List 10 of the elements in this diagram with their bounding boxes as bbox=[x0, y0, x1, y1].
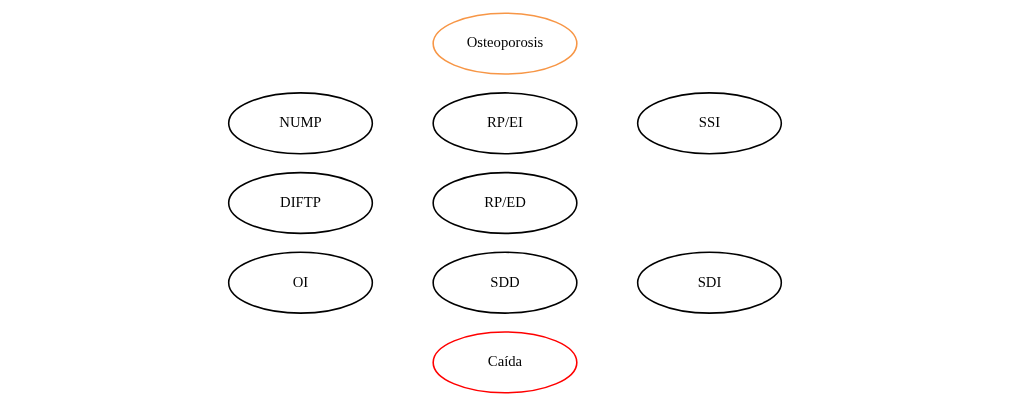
node-ellipse: Osteoporosis bbox=[432, 11, 578, 75]
node-ellipse: RP/ED bbox=[432, 171, 578, 234]
node-ellipse: SSI bbox=[636, 91, 783, 154]
node-ellipse: Caída bbox=[432, 330, 578, 394]
node-ellipse: SDI bbox=[636, 251, 783, 314]
node-ellipse: RP/EI bbox=[432, 91, 578, 154]
node-ellipse: OI bbox=[227, 251, 374, 314]
node-ellipse: DIFTP bbox=[227, 171, 374, 234]
node-ellipse: NUMP bbox=[227, 91, 374, 154]
node-ellipse: SDD bbox=[432, 251, 578, 314]
